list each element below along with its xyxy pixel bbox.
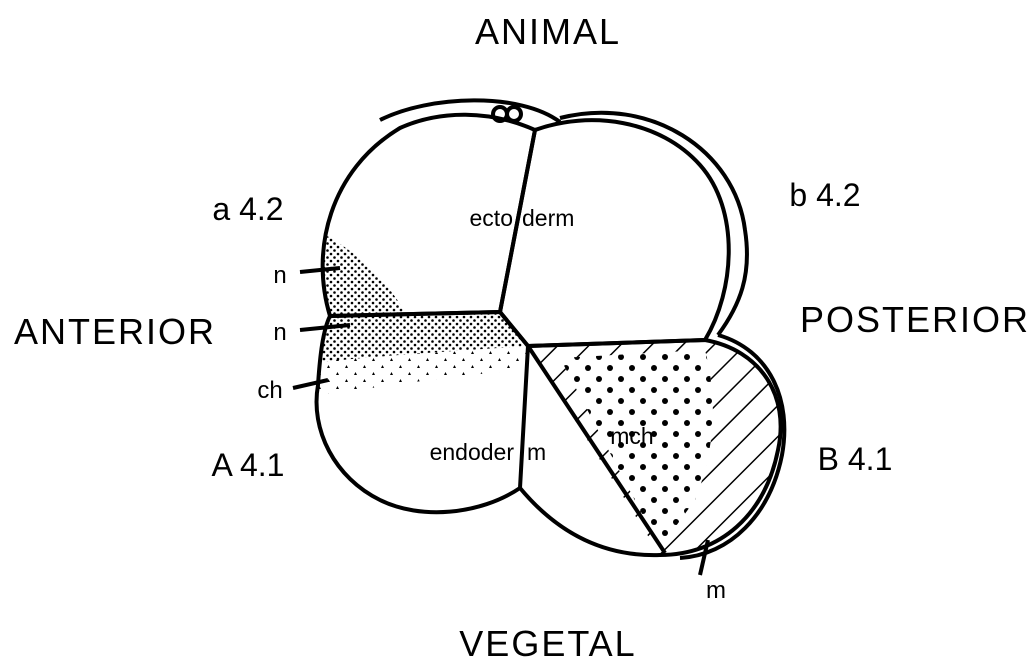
label-vegetal: VEGETAL (459, 623, 636, 664)
neural-stipple-upper (320, 232, 405, 316)
label-n-upper: n (273, 262, 286, 289)
label-anterior: ANTERIOR (14, 311, 216, 352)
label-ch: ch (257, 377, 282, 404)
label-endoder: endoder (430, 439, 515, 465)
label-b42: b 4.2 (789, 177, 860, 213)
shell-top-left (380, 100, 560, 122)
cell-b42 (500, 120, 729, 346)
tissue-fills (315, 232, 781, 555)
label-A41: A 4.1 (212, 447, 285, 483)
label-ecto: ecto (470, 205, 513, 231)
label-n-lower: n (273, 319, 286, 346)
label-a42: a 4.2 (212, 191, 283, 227)
label-B41: B 4.1 (818, 441, 893, 477)
label-mch: mch (610, 423, 653, 449)
label-m: m (706, 577, 726, 604)
shell-right (560, 113, 747, 335)
label-posterior: POSTERIOR (800, 299, 1030, 340)
polar-body-2 (507, 107, 521, 121)
label-endo-m: m (527, 439, 546, 465)
label-animal: ANIMAL (475, 11, 621, 52)
label-derm: derm (522, 205, 574, 231)
